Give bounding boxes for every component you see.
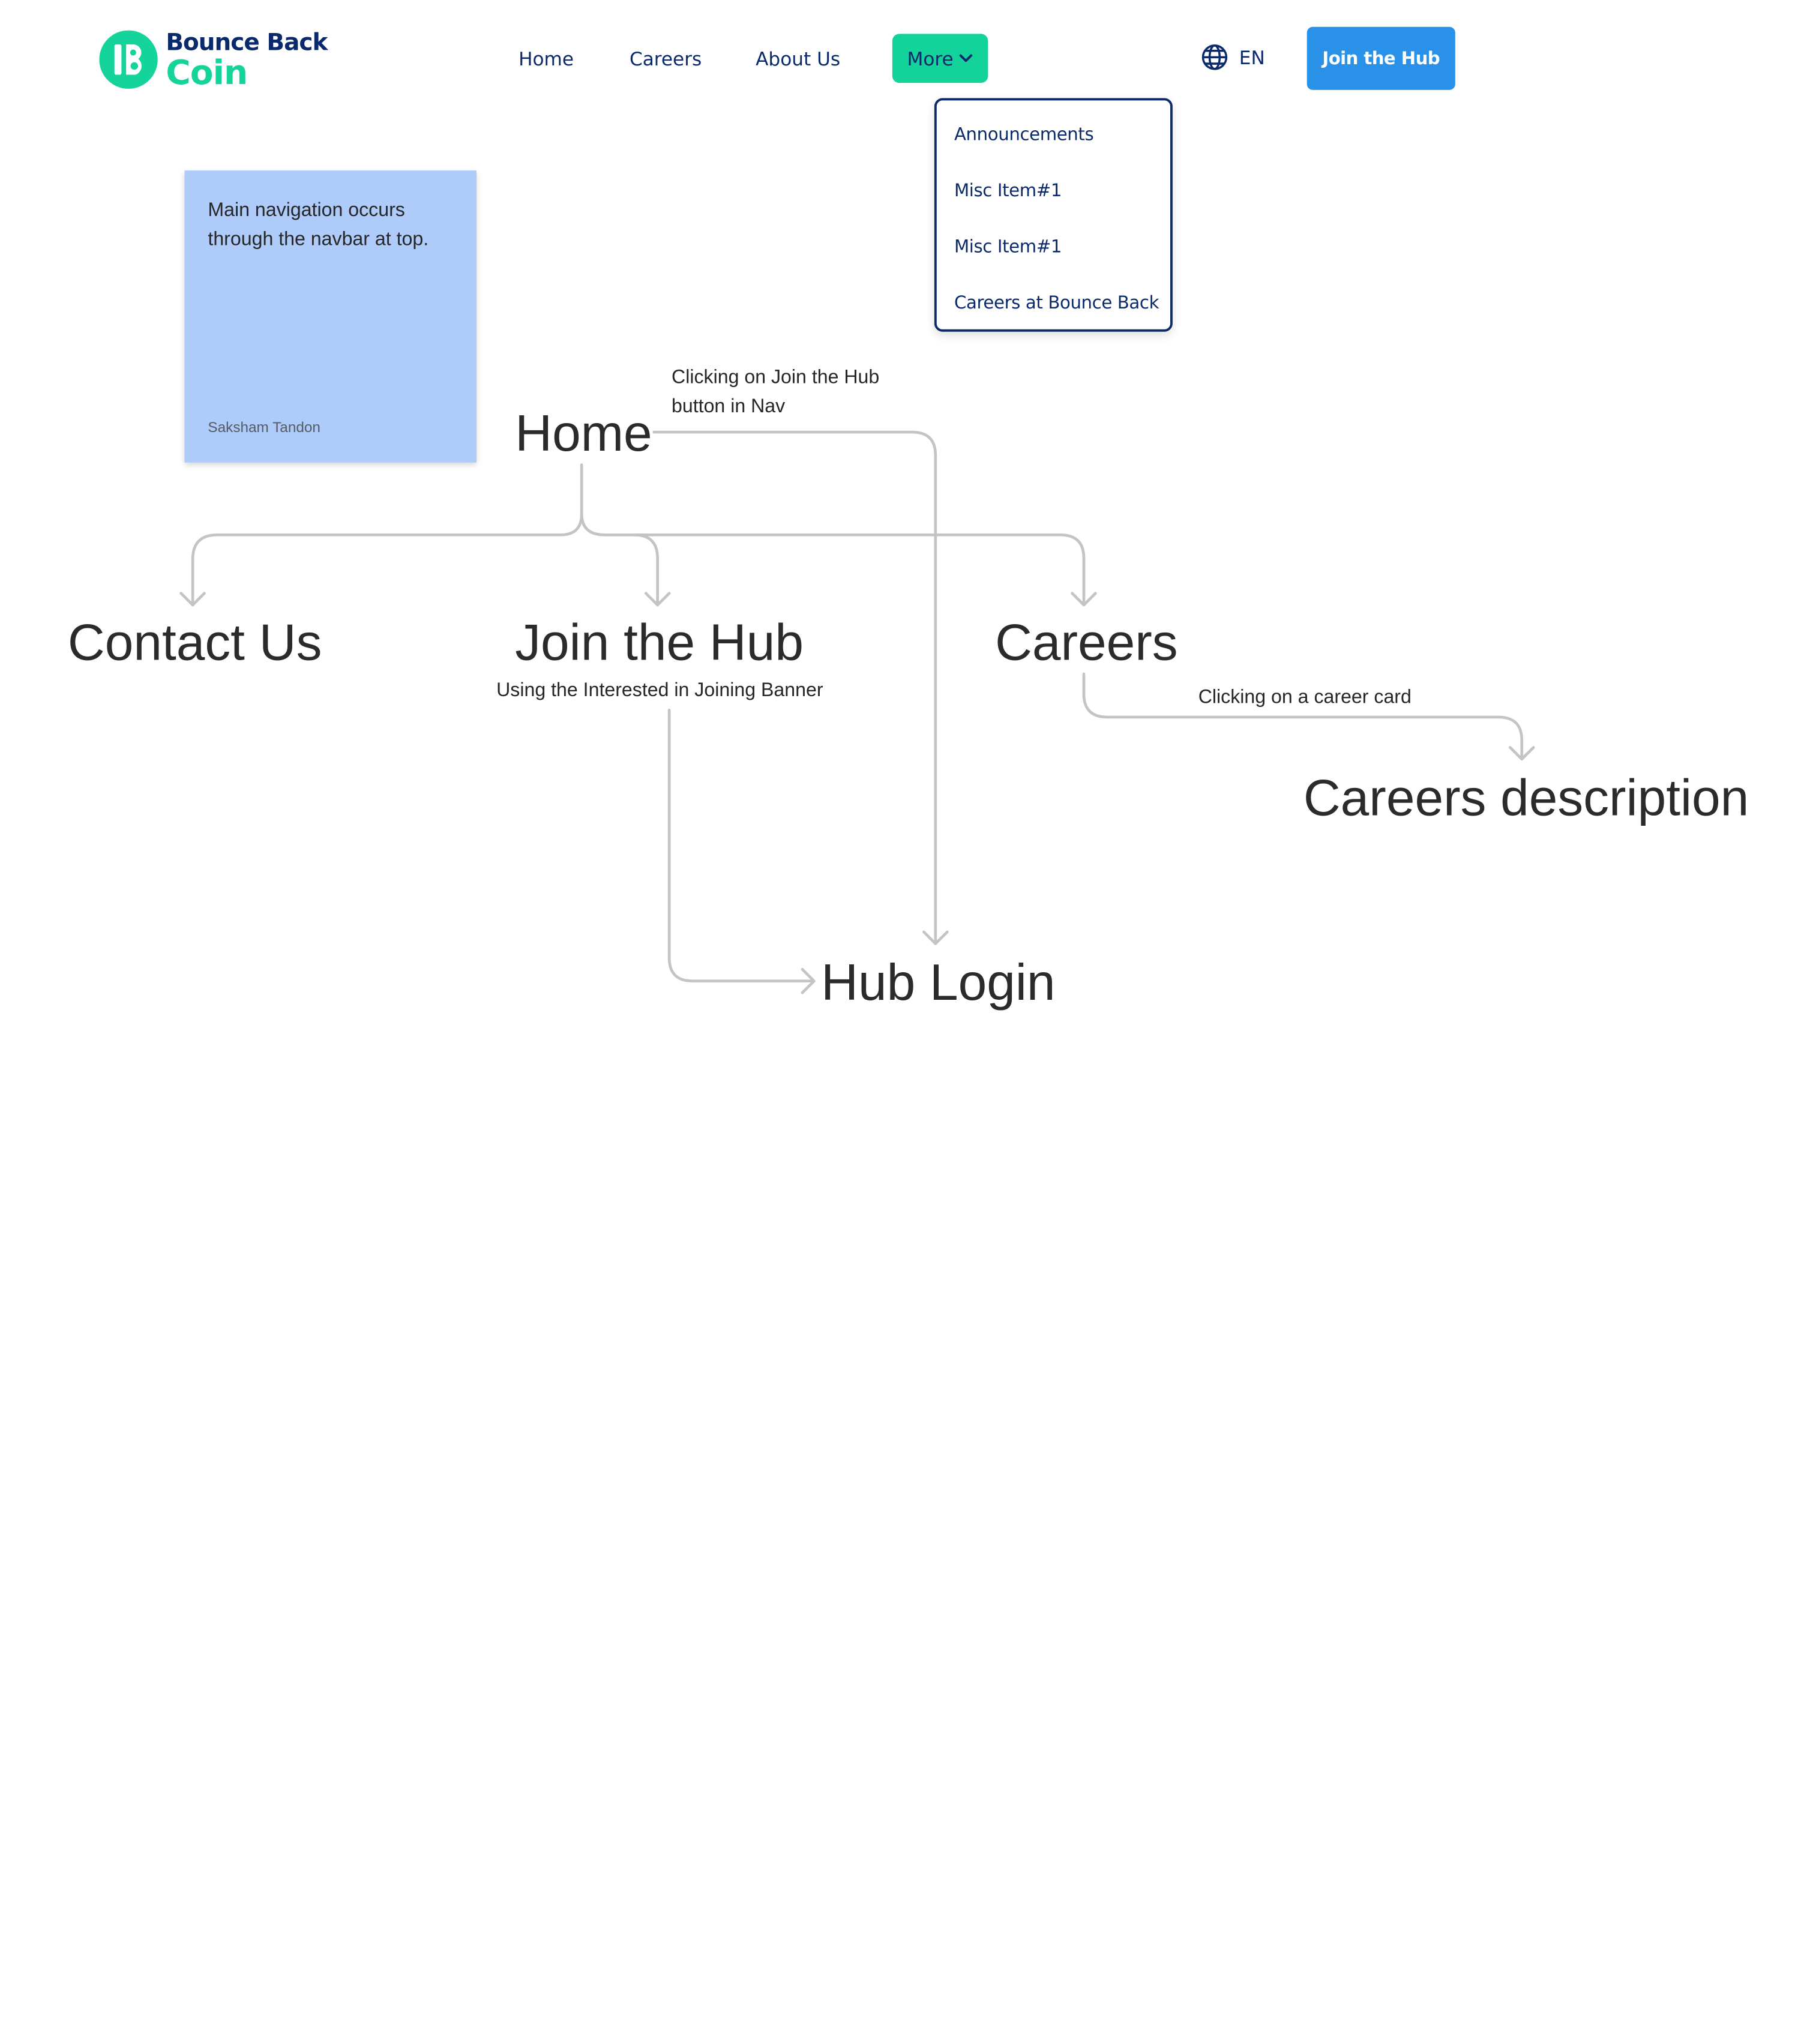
nav-link-about-us[interactable]: About Us xyxy=(756,47,841,70)
logo-wordmark-line1: Bounce Back xyxy=(166,27,328,56)
sticky-note-author: Saksham Tandon xyxy=(208,419,320,436)
connector-home-to-join xyxy=(580,512,659,607)
arrowhead-join xyxy=(644,592,671,607)
flow-node-home: Home xyxy=(515,405,652,463)
connector-home-to-hublogin xyxy=(652,430,937,945)
flow-node-careers: Careers xyxy=(995,614,1178,672)
dropdown-item-careers-at-bounce-back[interactable]: Careers at Bounce Back xyxy=(954,292,1159,313)
more-dropdown-menu: Announcements Misc Item#1 Misc Item#1 Ca… xyxy=(934,98,1173,332)
bounce-back-logo-icon xyxy=(99,30,158,89)
nav-join-note: Clicking on Join the Hub button in Nav xyxy=(672,367,880,417)
connector-careers-to-description xyxy=(1082,672,1524,761)
connector-home-trunk xyxy=(191,463,583,607)
career-card-note: Clicking on a career card xyxy=(1198,687,1412,708)
flow-node-join-the-hub: Join the Hub xyxy=(515,614,804,672)
nav-link-home[interactable]: Home xyxy=(519,47,574,70)
flow-node-careers-description: Careers description xyxy=(1303,769,1749,827)
more-dropdown-button[interactable]: More xyxy=(892,34,988,83)
logo-wordmark-line2: Coin xyxy=(166,52,248,92)
flow-node-hub-login: Hub Login xyxy=(821,954,1056,1012)
arrowhead-contact xyxy=(179,592,206,607)
more-label: More xyxy=(907,47,954,70)
join-the-hub-button[interactable]: Join the Hub xyxy=(1306,26,1455,90)
dropdown-item-misc-1[interactable]: Misc Item#1 xyxy=(954,179,1062,201)
flow-connectors xyxy=(179,430,1535,994)
flow-node-contact-us: Contact Us xyxy=(67,614,322,672)
globe-icon xyxy=(1201,44,1228,70)
connector-join-to-hublogin xyxy=(667,708,816,983)
language-selector[interactable]: EN xyxy=(1201,43,1265,71)
brand-logo[interactable]: Bounce Back Coin xyxy=(98,27,328,92)
sticky-note-text: Main navigation occurs through the navba… xyxy=(208,199,429,250)
arrowhead-hublogin-top xyxy=(922,930,949,945)
arrowhead-careers xyxy=(1071,592,1097,607)
arrowhead-description xyxy=(1508,746,1535,761)
chevron-down-icon xyxy=(960,54,973,62)
connector-home-to-careers xyxy=(580,512,1086,607)
nav-link-careers[interactable]: Careers xyxy=(629,47,702,70)
dropdown-item-announcements[interactable]: Announcements xyxy=(954,124,1094,145)
arrowhead-hublogin-left xyxy=(801,967,816,994)
join-the-hub-note: Using the Interested in Joining Banner xyxy=(496,679,823,701)
language-code: EN xyxy=(1239,46,1265,68)
sticky-note[interactable]: Main navigation occurs through the navba… xyxy=(184,170,477,463)
dropdown-item-misc-2[interactable]: Misc Item#1 xyxy=(954,236,1062,257)
